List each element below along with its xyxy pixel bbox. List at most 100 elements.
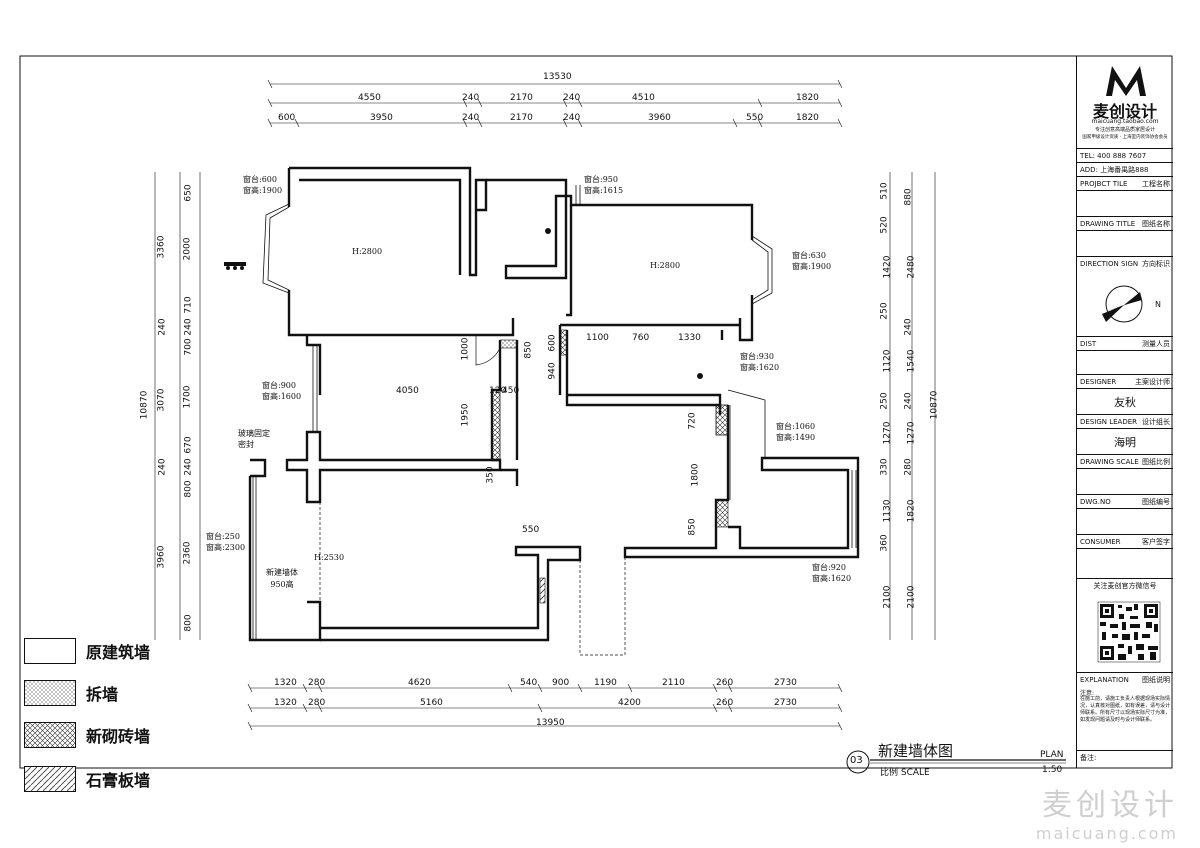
- annotation-glass: 玻璃固定 密封: [238, 428, 270, 450]
- row-en: EXPLANATION: [1080, 675, 1129, 684]
- dim-label: 1800: [690, 463, 701, 487]
- legend-item: 原建筑墙: [24, 636, 150, 666]
- legend-swatch-crosshatch: [24, 722, 76, 748]
- legend-label: 原建筑墙: [86, 643, 151, 662]
- dim-label: 4050: [396, 386, 419, 396]
- dim-label: 240: [462, 113, 480, 123]
- dim-label: 720: [687, 412, 698, 430]
- scale-label: 比例 SCALE: [880, 768, 930, 778]
- room-height: H:2800: [650, 261, 681, 270]
- row-en: DWG.NO: [1080, 497, 1111, 506]
- dim-label: 240: [462, 93, 480, 103]
- tb-spacer: [1077, 350, 1173, 374]
- dim-top-total: 13530: [543, 72, 572, 82]
- addr: ADD: 上海番禺路888: [1080, 165, 1149, 174]
- plan-label: PLAN: [1040, 750, 1064, 760]
- dim-label: 540: [520, 678, 538, 688]
- row-en: CONSUMER: [1080, 537, 1121, 546]
- row-en: DRAWING SCALE: [1080, 457, 1139, 466]
- watermark-url: maicuang.com: [1035, 824, 1178, 843]
- row-en: DIRECTION SIGN: [1080, 259, 1139, 268]
- dim-label: 3960: [648, 113, 671, 123]
- dim-label: 600: [547, 334, 558, 352]
- dim-label: 1820: [796, 113, 819, 123]
- window-height: 窗高:1490: [776, 433, 816, 442]
- notes-title: 注意:: [1080, 690, 1095, 697]
- tb-spacer: [1077, 230, 1173, 256]
- row-cn: 工程名称: [1142, 179, 1170, 188]
- legend-swatch-blank: [24, 638, 76, 664]
- dim-label: 940: [547, 362, 558, 380]
- tb-designer-name: 友秋: [1077, 388, 1173, 414]
- annotation-new-wall: 新建墙体 950高: [266, 567, 298, 591]
- dim-label: 850: [523, 341, 534, 359]
- dim-label: 1950: [460, 403, 471, 427]
- window-sill: 窗台:930: [740, 352, 774, 361]
- tb-wechat: 关注麦创官方微信号: [1077, 578, 1173, 592]
- window-height: 窗高:1900: [243, 186, 283, 195]
- drywall-wall: [539, 577, 546, 604]
- fixture-dot: [545, 228, 551, 234]
- dim-label: 260: [716, 698, 734, 708]
- row-cn: 图纸比例: [1142, 457, 1170, 466]
- dim-label: 1320: [274, 678, 297, 688]
- window-sill: 窗台:920: [812, 563, 846, 572]
- dim-bottom-row1: 1320 280 4620 540 900 1190 2110 260 2730: [250, 678, 840, 688]
- tb-dwgno: DWG.NO 图纸编号: [1077, 494, 1173, 508]
- dim-label: 120: [489, 386, 507, 396]
- tb-tel: TEL: 400 888 7607: [1077, 148, 1173, 162]
- row-cn: 设计组长: [1142, 417, 1170, 426]
- dim-top-row1: 4550 240 2170 240 4510 1820: [270, 93, 840, 103]
- row-cn: 主案设计师: [1135, 377, 1170, 386]
- window-sill: 窗台:630: [792, 251, 826, 260]
- wechat-label: 关注麦创官方微信号: [1093, 581, 1157, 590]
- window-note: 窗台:1060 窗高:1490: [776, 421, 815, 443]
- row-cn: 图纸编号: [1142, 497, 1170, 506]
- dim-label: 2170: [510, 113, 533, 123]
- new-brick-wall: [491, 389, 501, 461]
- title-block: 麦创设计 maicuang.taobao.com 专注创意高端品质家居设计 国家…: [1076, 56, 1173, 768]
- row-en: DIST: [1080, 339, 1097, 348]
- window-note: 窗台:900 窗高:1600: [262, 380, 301, 402]
- window-note: 窗台:600 窗高:1900: [243, 174, 282, 196]
- annotation-line: 密封: [238, 440, 254, 449]
- window-sill: 窗台:250: [206, 532, 240, 541]
- dim-label: 450: [502, 386, 520, 396]
- window-note: 窗台:950 窗高:1615: [584, 174, 623, 196]
- dim-label: 2110: [662, 678, 685, 688]
- dim-bottom-row2: 1320 280 5160 4200 260 2730: [250, 698, 840, 708]
- annotation-line: 玻璃固定: [238, 429, 270, 438]
- watermark: 麦创设计 maicuang.com: [1036, 780, 1178, 843]
- dim-label: 850: [687, 518, 698, 536]
- dim-label: 1000: [460, 337, 471, 361]
- tb-addr: ADD: 上海番禺路888: [1077, 162, 1173, 176]
- window-height: 窗高:1615: [584, 186, 624, 195]
- row-cn: 测量人员: [1142, 339, 1170, 348]
- tb-spacer: [1077, 190, 1173, 216]
- dim-label: 1820: [796, 93, 819, 103]
- window-sill: 窗台:1060: [776, 422, 816, 431]
- dim-label: 1330: [678, 333, 701, 343]
- drawing-title: 新建墙体图: [878, 742, 954, 760]
- window-note: 窗台:930 窗高:1620: [740, 351, 779, 373]
- legend-item: 石膏板墙: [24, 764, 150, 794]
- remark: 备注:: [1080, 753, 1097, 762]
- dim-label: 550: [522, 525, 540, 535]
- tb-spacer: [1077, 548, 1173, 578]
- fixture-dot: [697, 373, 703, 379]
- brand-member: 国家甲级设计资质 · 上海室内装饰协会会员: [1082, 135, 1168, 140]
- demolished-wall: [499, 339, 518, 349]
- tb-spacer: [1077, 508, 1173, 534]
- dim-label: 1320: [274, 698, 297, 708]
- dim-label: 550: [746, 113, 764, 123]
- dimension-ticks: [247, 79, 843, 731]
- row-cn: 客户签字: [1142, 537, 1170, 546]
- dim-label: 240: [563, 93, 581, 103]
- dim-label: 760: [632, 333, 650, 343]
- dim-label: 2730: [774, 678, 797, 688]
- room-height: H:2530: [314, 553, 345, 562]
- dim-label: 350: [485, 466, 496, 484]
